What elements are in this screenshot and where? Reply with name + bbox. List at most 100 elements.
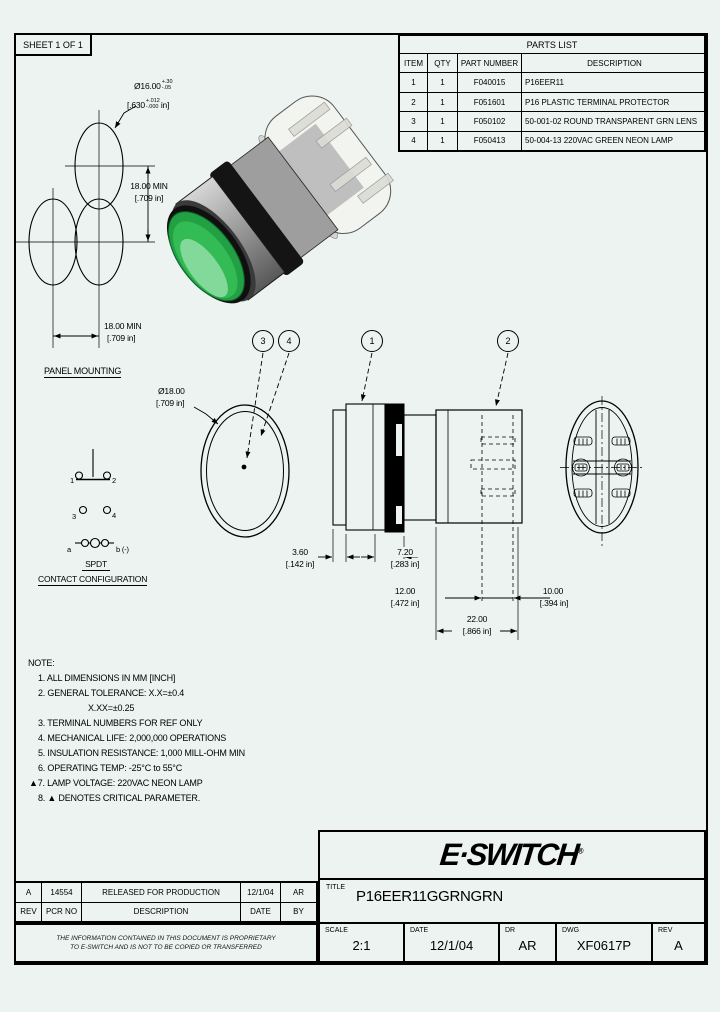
rev-value: A [16, 883, 42, 902]
title-row: TITLE P16EER11GGRNGRN [320, 880, 704, 924]
dim-7-20-mm: 7.20 [391, 547, 419, 557]
balloon-item-4: 4 [278, 330, 300, 352]
dim-12-00-mm: 12.00 [394, 586, 416, 596]
dim-12-00-in: [.472 in] [390, 598, 420, 608]
parts-list-table: PARTS LIST ITEM QTY PART NUMBER DESCRIPT… [398, 34, 706, 152]
balloon-item-2: 2 [497, 330, 519, 352]
panel-mounting-view [16, 105, 155, 348]
revision-table: A 14554 RELEASED FOR PRODUCTION 12/1/04 … [14, 881, 318, 923]
title-label: TITLE [326, 884, 346, 891]
balloon-item-1: 1 [361, 330, 383, 352]
contact-configuration-label: CONTACT CONFIGURATION [38, 574, 148, 586]
notes-title: NOTE: [28, 658, 55, 668]
note-line-1: 1. ALL DIMENSIONS IN MM [INCH] [38, 673, 176, 683]
cell-item: 3 [400, 112, 428, 131]
scale-cell: SCALE 2:1 [320, 924, 405, 961]
notes-block: NOTE: 1. ALL DIMENSIONS IN MM [INCH] 2. … [28, 656, 245, 806]
col-header-item: ITEM [400, 54, 428, 73]
table-row: 1 1 F040015 P16EER11 [400, 73, 704, 93]
dim-lens-dia-in: [.709 in] [156, 398, 185, 408]
terminal-4-label: 4 [112, 511, 116, 520]
contact-config-schematic [74, 449, 114, 549]
terminal-1-label: 1 [70, 476, 74, 485]
title-block: E·SWITCH® TITLE P16EER11GGRNGRN SCALE 2:… [318, 830, 706, 963]
dim-10-00-mm: 10.00 [542, 586, 564, 596]
cell-part: F050413 [458, 131, 522, 151]
pcr-header: PCR NO [42, 902, 82, 921]
dim-panel-hole-in: [.630 +.012 -.000 in] [127, 98, 170, 110]
tolerance-stack: +.012 -.000 [145, 98, 160, 110]
cell-item: 1 [400, 73, 428, 92]
tolerance-stack: +.30 -.05 [161, 79, 173, 91]
company-logo: E·SWITCH® [320, 832, 704, 880]
note-line-4: 4. MECHANICAL LIFE: 2,000,000 OPERATIONS [38, 733, 227, 743]
rev-letter-value: A [674, 938, 683, 953]
dim-7-20-in: [.283 in] [386, 559, 424, 569]
dim-horizontal-spacing-in: [.709 in] [107, 333, 136, 343]
parts-list-header-row: ITEM QTY PART NUMBER DESCRIPTION [400, 54, 704, 74]
dwg-number-value: XF0617P [576, 938, 632, 953]
by-header: BY [293, 907, 304, 917]
col-header-part: PART NUMBER [458, 54, 522, 73]
side-view [318, 352, 550, 640]
date-header: DATE [241, 902, 281, 921]
cell-qty: 1 [428, 112, 458, 131]
dim-panel-hole-mm: Ø16.00 +.30 -.05 [134, 79, 173, 91]
drafter-value: AR [518, 938, 537, 953]
cell-qty: 1 [428, 131, 458, 151]
table-row: 3 1 F050102 50-001-02 ROUND TRANSPARENT … [400, 112, 704, 132]
note-line-7: ▲7. LAMP VOLTAGE: 220VAC NEON LAMP [29, 778, 203, 788]
note-line-2b: X.XX=±0.25 [88, 703, 135, 713]
dim-vertical-spacing-mm: 18.00 MIN [130, 181, 168, 191]
cell-qty: 1 [428, 73, 458, 92]
rear-view [560, 396, 645, 546]
cell-part: F051601 [458, 92, 522, 112]
title-block-fields: SCALE 2:1 DATE 12/1/04 DR AR DWG XF0617P… [320, 924, 704, 961]
pcr-value: 14554 [42, 883, 82, 902]
rev-cell: REV A [653, 924, 704, 961]
terminal-a-label: a [67, 545, 71, 554]
dim-horizontal-spacing-mm: 18.00 MIN [104, 321, 142, 331]
dwg-cell: DWG XF0617P [557, 924, 653, 961]
note-line-3: 3. TERMINAL NUMBERS FOR REF ONLY [38, 718, 203, 728]
proprietary-line-2: TO E-SWITCH AND IS NOT TO BE COPIED OR T… [70, 944, 262, 951]
cell-item: 4 [400, 131, 428, 151]
col-header-desc: DESCRIPTION [587, 58, 642, 68]
revision-row: A 14554 RELEASED FOR PRODUCTION 12/1/04 … [16, 883, 316, 903]
isometric-view [166, 95, 394, 304]
table-row: 4 1 F050413 50-004-13 220VAC GREEN NEON … [400, 131, 704, 151]
cell-desc: P16 PLASTIC TERMINAL PROTECTOR [525, 97, 670, 107]
desc-header: DESCRIPTION [82, 902, 241, 921]
terminal-b-label: b (-) [116, 545, 129, 554]
revision-header-row: REV PCR NO DESCRIPTION DATE BY [16, 902, 316, 921]
rev-date-value: 12/1/04 [241, 883, 281, 902]
parts-list-title: PARTS LIST [400, 36, 704, 54]
dim-3-60-in: [.142 in] [285, 559, 315, 569]
terminal-3-label: 3 [72, 512, 76, 521]
registered-mark: ® [577, 846, 585, 856]
balloon-item-3: 3 [252, 330, 274, 352]
dim-10-00-in: [.394 in] [539, 598, 569, 608]
dim-22-00-in: [.866 in] [455, 626, 499, 636]
drawing-border [14, 33, 708, 965]
switch-type-label: SPDT [82, 559, 110, 571]
terminal-2-label: 2 [112, 476, 116, 485]
rev-by-value: AR [292, 887, 305, 897]
cell-qty: 1 [428, 92, 458, 112]
dim-22-00-mm: 22.00 [460, 614, 494, 624]
sheet-number-box: SHEET 1 OF 1 [14, 33, 92, 56]
col-header-qty: QTY [428, 54, 458, 73]
note-line-6: 6. OPERATING TEMP: -25°C to 55°C [38, 763, 183, 773]
proprietary-notice: THE INFORMATION CONTAINED IN THIS DOCUME… [14, 923, 318, 963]
cell-part: F050102 [458, 112, 522, 131]
front-view [193, 352, 290, 538]
proprietary-line-1: THE INFORMATION CONTAINED IN THIS DOCUME… [56, 935, 276, 942]
dim-lens-dia-mm: Ø18.00 [158, 386, 185, 396]
rev-desc-value: RELEASED FOR PRODUCTION [82, 883, 241, 902]
note-line-5: 5. INSULATION RESISTANCE: 1,000 MILL-OHM… [38, 748, 245, 758]
cell-desc: 50-001-02 ROUND TRANSPARENT GRN LENS [525, 116, 698, 126]
scale-value: 2:1 [352, 938, 371, 953]
cell-desc: 50-004-13 220VAC GREEN NEON LAMP [525, 136, 673, 146]
